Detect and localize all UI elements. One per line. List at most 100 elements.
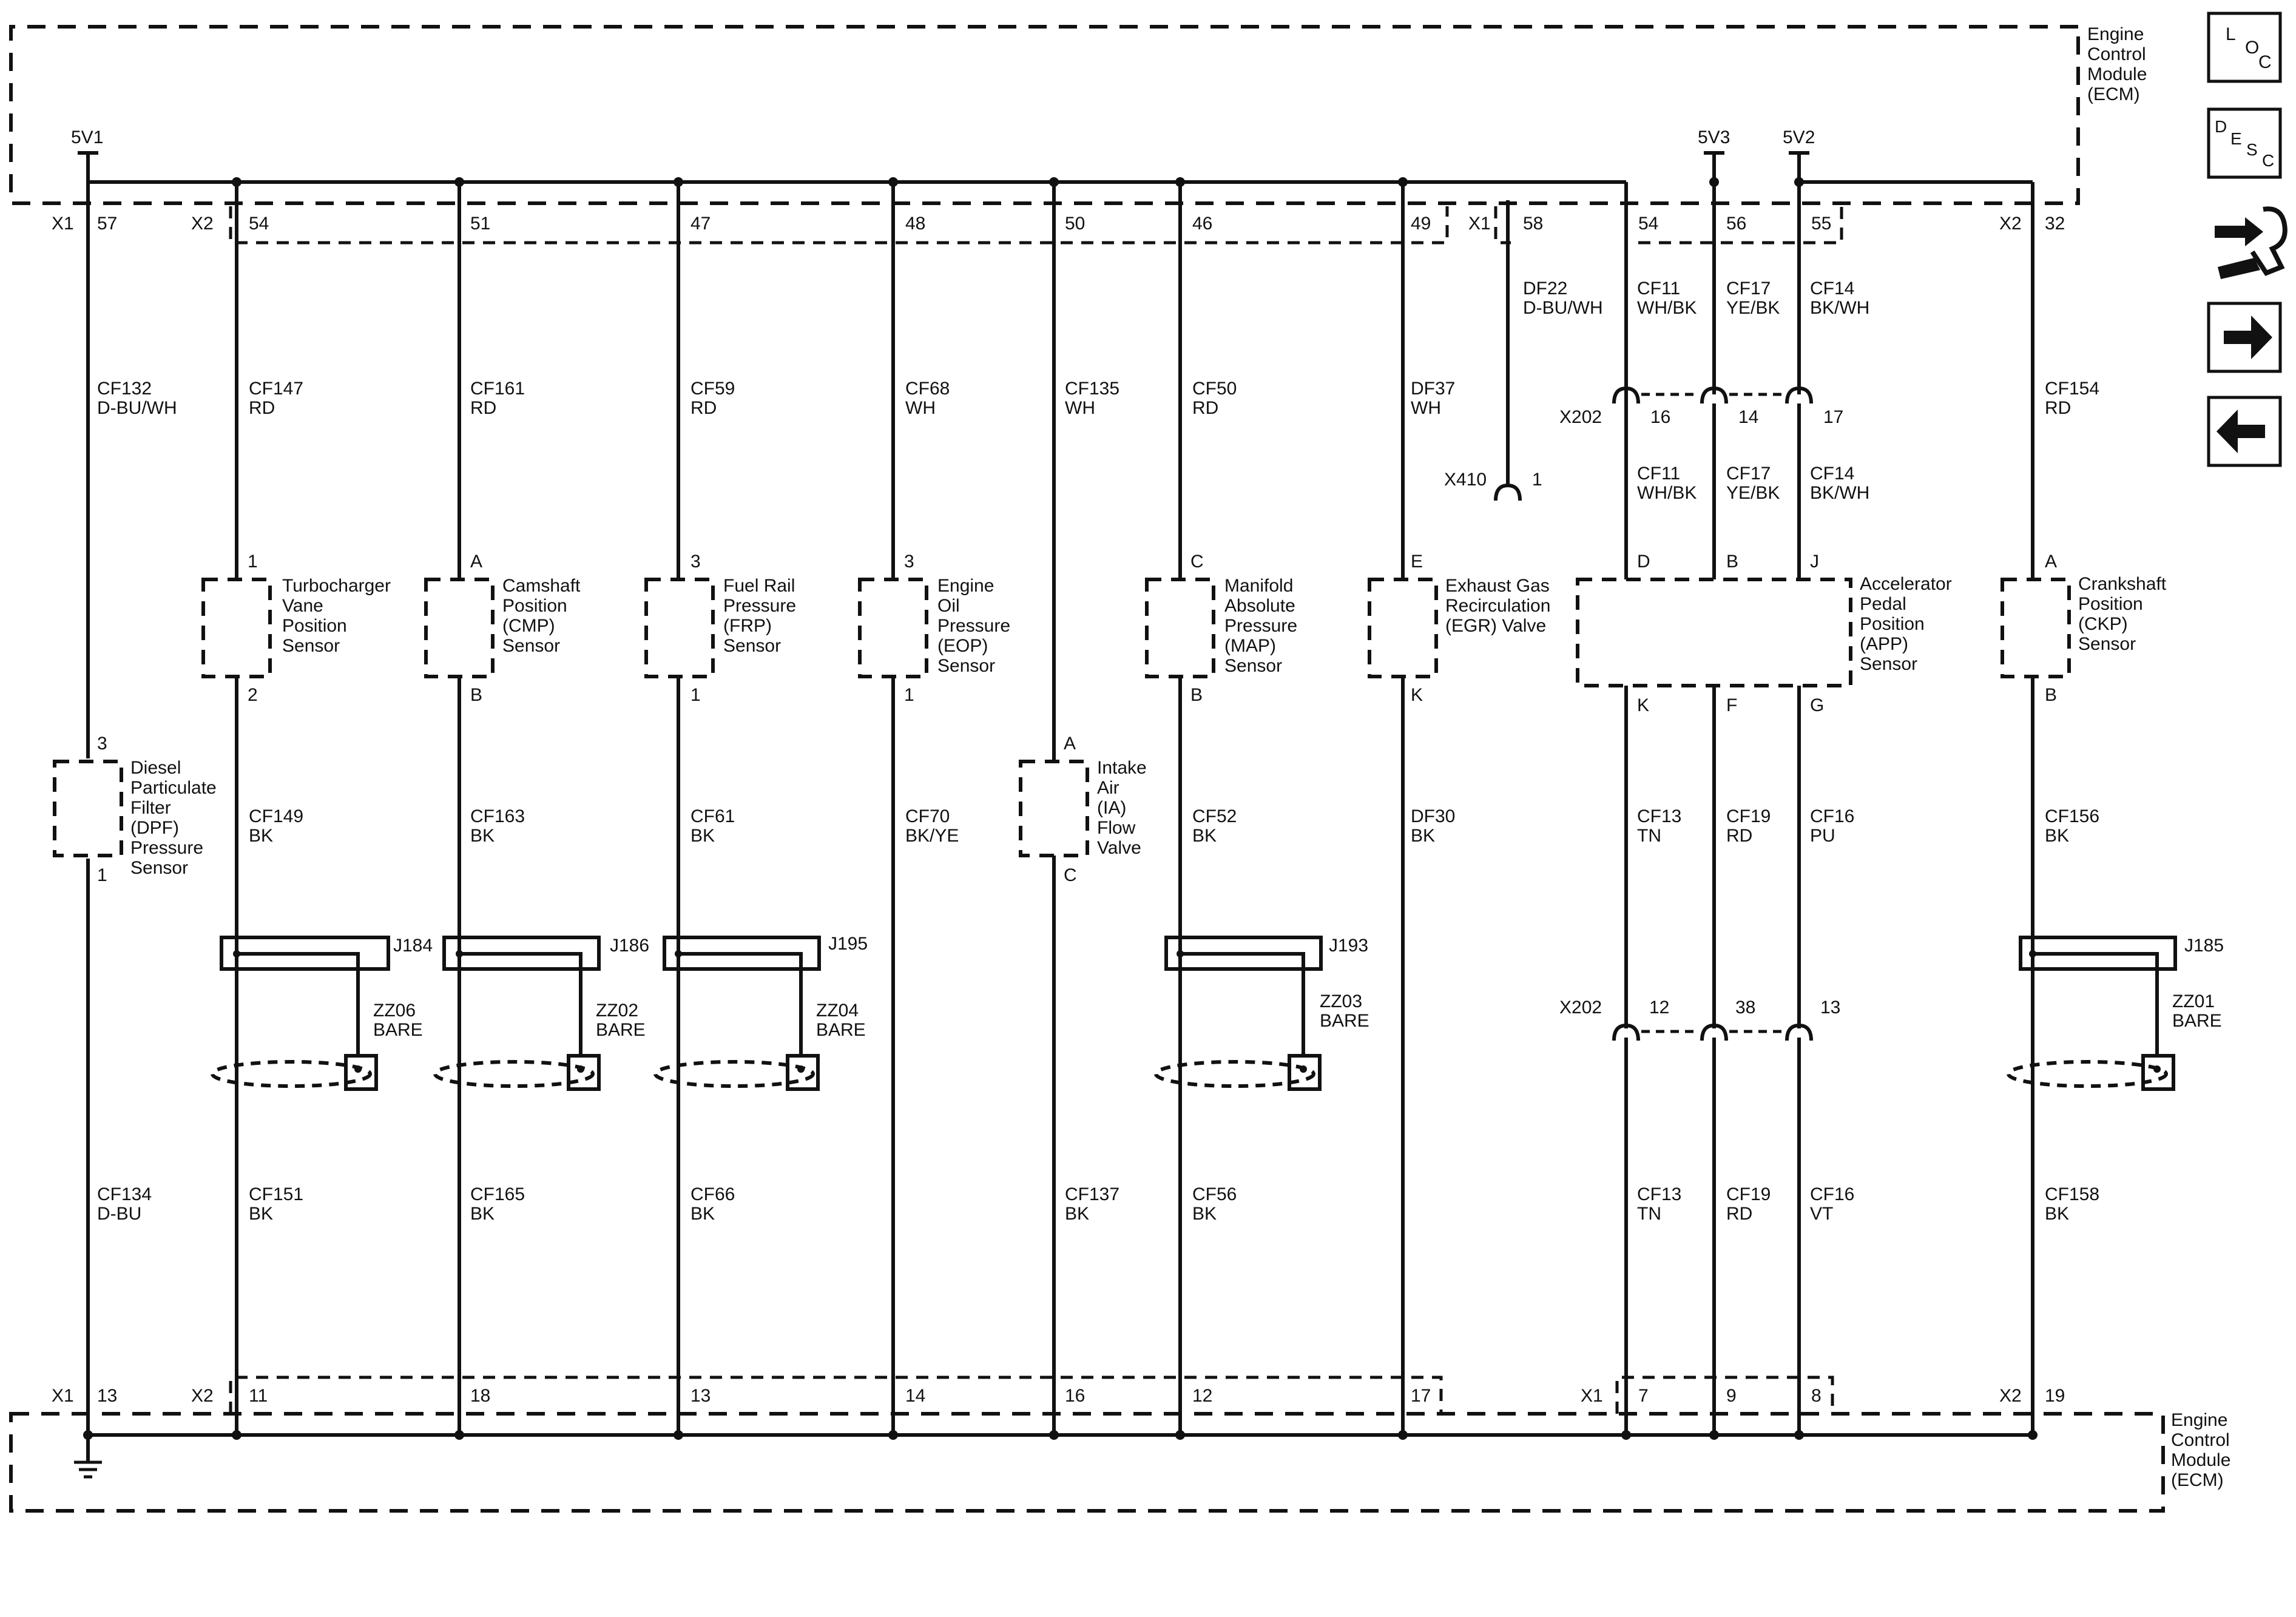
component-pins: 3 1 1 2 A B 3 1 3 1 A C C B E K D K B F … — [97, 552, 2057, 885]
component-names: Diesel Particulate Filter (DPF) Pressure… — [130, 574, 2167, 878]
wire-ia-bottom-id: CF137 — [1065, 1184, 1119, 1204]
wire-app2-top-id: CF17 — [1726, 279, 1771, 299]
egr-name-3: (EGR) Valve — [1445, 616, 1546, 636]
x202-upper-pin-app1: 16 — [1650, 407, 1670, 427]
ecm-bottom-label-line2: Control — [2171, 1430, 2230, 1450]
cmp-name-2: Position — [502, 596, 567, 616]
wire-ckp-top-color: RD — [2045, 398, 2071, 418]
splice-j184: J184 — [393, 936, 433, 956]
wire-app2-top2-id: CF17 — [1726, 464, 1771, 484]
wire-app2-bottom-color: RD — [1726, 1204, 1752, 1224]
shield-zz04: ZZ04 — [816, 1001, 859, 1021]
pin-app3-bottom: 8 — [1811, 1386, 1822, 1406]
wire-map-mid-color: BK — [1192, 826, 1217, 846]
top-x2b: X2 — [1999, 214, 2022, 234]
egr-pin-bottom: K — [1411, 685, 1423, 705]
frp-name-4: Sensor — [723, 636, 781, 656]
ecm-bottom-label: Engine Control Module (ECM) — [2171, 1410, 2230, 1490]
app3-pin-bottom: G — [1810, 695, 1824, 715]
bottom-x1: X1 — [52, 1386, 74, 1406]
pin-eop-bottom: 14 — [905, 1386, 925, 1406]
wire-eop-mid-id: CF70 — [905, 806, 950, 826]
map-name-2: Absolute — [1224, 596, 1295, 616]
cmp-name-3: (CMP) — [502, 616, 555, 636]
wire-cmp-mid-color: BK — [470, 826, 495, 846]
wire-labels-bottom: CF134 D-BU CF151 BK CF165 BK CF66 BK CF1… — [97, 1184, 2099, 1224]
sidebar: L O C D E S C — [2207, 12, 2288, 467]
ecm-top-label-line2: Control — [2087, 44, 2146, 64]
wire-ckp-top-id: CF154 — [2045, 379, 2099, 399]
x202-upper-pin-app3: 17 — [1823, 407, 1843, 427]
egr-name-2: Recirculation — [1445, 596, 1550, 616]
wire-app3-bottom-color: VT — [1810, 1204, 1833, 1224]
wire-eop-mid-color: BK/YE — [905, 826, 959, 846]
wire-frp-top-id: CF59 — [690, 379, 735, 399]
ckp-name-1: Crankshaft — [2078, 574, 2167, 594]
desc-icon[interactable]: D E S C — [2207, 107, 2282, 179]
wire-app3-top2-id: CF14 — [1810, 464, 1854, 484]
pin-app2-top: 56 — [1726, 214, 1746, 234]
wire-egr-top-color: WH — [1411, 398, 1441, 418]
wire-map-top-color: RD — [1192, 398, 1218, 418]
wire-ckp-mid-id: CF156 — [2045, 806, 2099, 826]
eop-name-5: Sensor — [937, 656, 995, 676]
wire-map-top-id: CF50 — [1192, 379, 1237, 399]
x202-lower-pin-app1: 12 — [1649, 998, 1669, 1018]
dpf-name-2: Particulate — [130, 778, 217, 798]
pin-ia-bottom: 16 — [1065, 1386, 1085, 1406]
wire-labels-top: CF132 D-BU/WH CF147 RD CF161 RD CF59 RD … — [97, 279, 2099, 503]
eop-name-3: Pressure — [937, 616, 1010, 636]
app1-pin-top: D — [1637, 552, 1650, 572]
ia-valve-box — [1019, 760, 1089, 857]
dpf-name-3: Filter — [130, 798, 171, 818]
frp-name-3: (FRP) — [723, 616, 772, 636]
pin-cmp-bottom: 18 — [470, 1386, 490, 1406]
wire-turbo-top-color: RD — [249, 398, 275, 418]
cmp-sensor-box — [424, 578, 495, 678]
pin-frp-bottom: 13 — [690, 1386, 711, 1406]
ia-name-4: Flow — [1097, 818, 1136, 838]
connector-wrench-icon[interactable] — [2215, 206, 2288, 279]
ia-name-3: (IA) — [1097, 798, 1126, 818]
turbo-name-1: Turbocharger — [282, 576, 391, 596]
x410-label: X410 — [1444, 470, 1487, 490]
wire-app1-mid-id: CF13 — [1637, 806, 1681, 826]
arrow-right-icon[interactable] — [2207, 302, 2282, 373]
wire-labels-mid: CF149 BK CF163 BK CF61 BK CF70 BK/YE CF5… — [249, 806, 2099, 846]
cmp-name-4: Sensor — [502, 636, 560, 656]
map-name-4: (MAP) — [1224, 636, 1276, 656]
arrow-left-icon[interactable] — [2207, 396, 2282, 467]
shield-zz06: ZZ06 — [373, 1001, 416, 1021]
pin-ckp-bottom: 19 — [2045, 1386, 2065, 1406]
ecm-bottom-label-line3: Module — [2171, 1450, 2230, 1470]
ecm-bottom-label-line4: (ECM) — [2171, 1470, 2224, 1490]
app3-pin-top: J — [1810, 552, 1819, 572]
shield-zz06-bare: BARE — [373, 1020, 423, 1040]
cmp-pin-bottom: B — [470, 685, 482, 705]
wire-map-bottom-color: BK — [1192, 1204, 1217, 1224]
app-name-4: (APP) — [1860, 634, 1908, 654]
loc-letter-l: L — [2226, 24, 2236, 44]
top-x2: X2 — [191, 214, 214, 234]
shield-dots — [233, 950, 2161, 1073]
loc-icon[interactable]: L O C — [2207, 12, 2282, 83]
shield-labels: J184 ZZ06 BARE J186 ZZ02 BARE J195 ZZ04 … — [373, 934, 2224, 1040]
x202-lower — [1612, 1023, 1813, 1041]
ia-name-5: Valve — [1097, 838, 1141, 858]
app-sensor-box — [1576, 578, 1852, 687]
bottom-connector-labels: X1 X2 X1 X2 — [52, 1386, 2022, 1406]
map-name-3: Pressure — [1224, 616, 1297, 636]
junction-dots — [83, 177, 2038, 1440]
pin-ckp-top: 32 — [2045, 214, 2065, 234]
wire-app3-mid-id: CF16 — [1810, 806, 1854, 826]
pin-ia-top: 50 — [1065, 214, 1085, 234]
frp-pin-bottom: 1 — [690, 685, 701, 705]
app2-pin-top: B — [1726, 552, 1738, 572]
wire-cmp-top-color: RD — [470, 398, 496, 418]
shield-zz03: ZZ03 — [1320, 991, 1362, 1011]
x202-lower-labels: X202 12 38 13 — [1559, 998, 1840, 1018]
bottom-x2: X2 — [191, 1386, 214, 1406]
ground-symbol — [74, 1460, 102, 1479]
